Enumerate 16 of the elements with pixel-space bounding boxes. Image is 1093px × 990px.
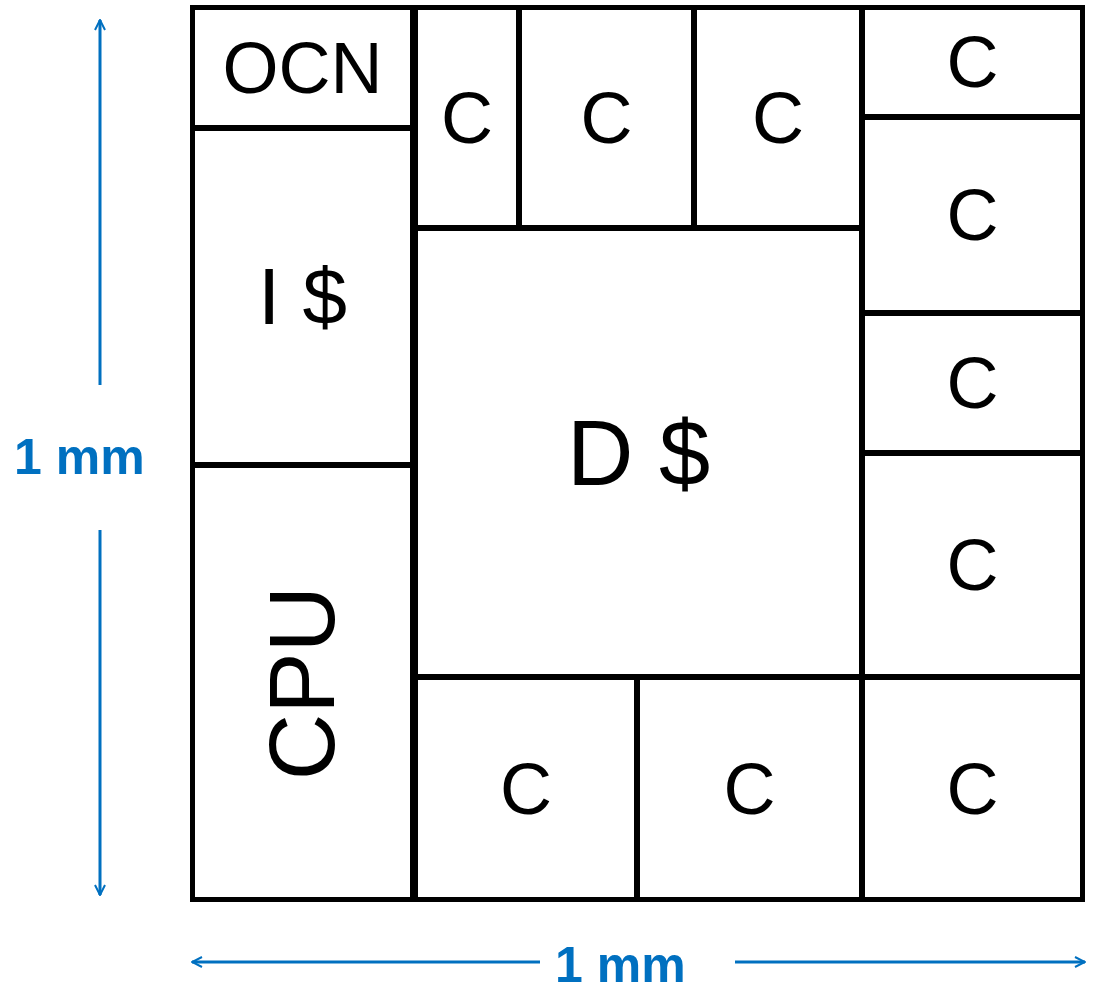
block-label: C [946, 26, 999, 98]
block-label: C [946, 529, 999, 601]
block-label: C [580, 81, 633, 154]
block-label: C [946, 347, 999, 419]
block-label: C [500, 752, 552, 825]
dimension-label: 1 mm [14, 432, 145, 482]
block-label: CPU [256, 585, 349, 780]
dimension-label: 1 mm [555, 940, 686, 990]
block-label: C [946, 179, 999, 251]
block-label: D $ [566, 406, 711, 499]
block-label: C [723, 752, 776, 825]
block-label: C [946, 752, 999, 825]
block-label: OCN [222, 31, 383, 104]
block-label: C [441, 81, 493, 154]
block-label: C [752, 81, 804, 154]
block-label: I $ [258, 256, 347, 337]
